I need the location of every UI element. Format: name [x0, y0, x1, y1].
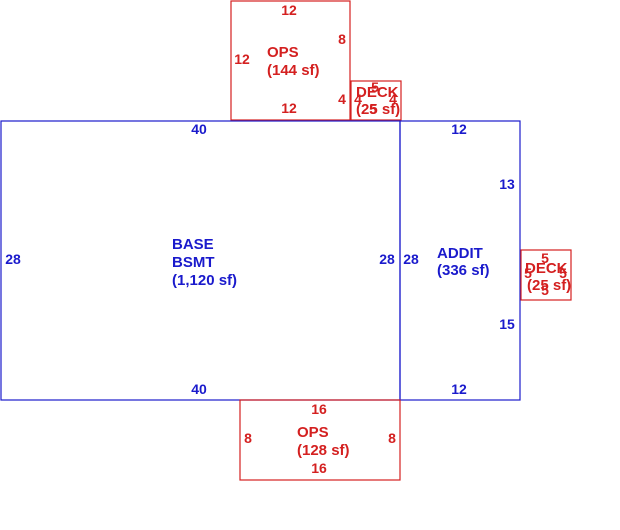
deck-right-dim-bottom: 5: [541, 282, 549, 298]
ops-top-outline: [230, 0, 351, 121]
base-dim-top: 40: [191, 121, 207, 137]
deck-top-dim-right: 4: [389, 91, 397, 107]
deck-top-dim-left: 4: [354, 91, 362, 107]
deck-top-area-label: (25 sf): [356, 101, 400, 118]
deck-right-area: 5 5 5 5 DECK (25 sf): [520, 249, 572, 301]
ops-top-area-label: (144 sf): [267, 62, 320, 79]
ops-bottom-dim-right: 8: [388, 430, 396, 446]
deck-right-dim-left: 5: [524, 265, 532, 281]
ops-top-name: OPS: [267, 44, 299, 61]
base-dim-bottom: 40: [191, 381, 207, 397]
addit-outline: [399, 120, 521, 401]
ops-bottom-dim-top: 16: [311, 401, 327, 417]
addit-dim-right-upper: 13: [499, 176, 515, 192]
addit-dim-bottom: 12: [451, 381, 467, 397]
ops-top-area: 12 12 12 8 4 OPS (144 sf): [230, 0, 351, 121]
ops-top-dim-bottom: 12: [281, 100, 297, 116]
addit-dim-right-lower: 15: [499, 316, 515, 332]
deck-top-dim-bottom: 5: [369, 101, 377, 117]
deck-right-outline: [520, 249, 572, 301]
addit-area-label: (336 sf): [437, 262, 490, 279]
base-dim-left: 28: [5, 251, 21, 267]
ops-top-dim-top: 12: [281, 2, 297, 18]
deck-right-dim-right: 5: [559, 265, 567, 281]
base-area-label: (1,120 sf): [172, 272, 237, 289]
ops-bottom-outline: [239, 399, 401, 481]
base-area: 40 40 28 28 BASE BSMT (1,120 sf): [0, 120, 401, 401]
ops-bottom-area: 16 16 8 8 OPS (128 sf): [239, 399, 401, 481]
deck-right-area-label: (25 sf): [527, 277, 571, 294]
ops-bottom-dim-left: 8: [244, 430, 252, 446]
base-name: BASE: [172, 236, 214, 253]
ops-top-dim-right-lower: 4: [338, 91, 346, 107]
addit-dim-left: 28: [403, 251, 419, 267]
ops-top-dim-right: 8: [338, 31, 346, 47]
ops-bottom-name: OPS: [297, 424, 329, 441]
deck-right-name: DECK: [525, 260, 568, 277]
addit-area: 12 12 28 13 15 ADDIT (336 sf): [399, 120, 521, 401]
ops-bottom-dim-bottom: 16: [311, 460, 327, 476]
base-dim-right: 28: [379, 251, 395, 267]
deck-top-dim-top: 5: [371, 79, 379, 95]
deck-right-dim-top: 5: [541, 250, 549, 266]
deck-top-area: 5 5 4 4 DECK (25 sf): [350, 79, 402, 121]
addit-name: ADDIT: [437, 245, 483, 262]
deck-top-name: DECK: [356, 84, 399, 101]
addit-dim-top: 12: [451, 121, 467, 137]
ops-top-dim-left: 12: [234, 51, 250, 67]
base-subname: BSMT: [172, 254, 215, 271]
ops-bottom-area-label: (128 sf): [297, 442, 350, 459]
deck-top-outline: [350, 80, 402, 121]
